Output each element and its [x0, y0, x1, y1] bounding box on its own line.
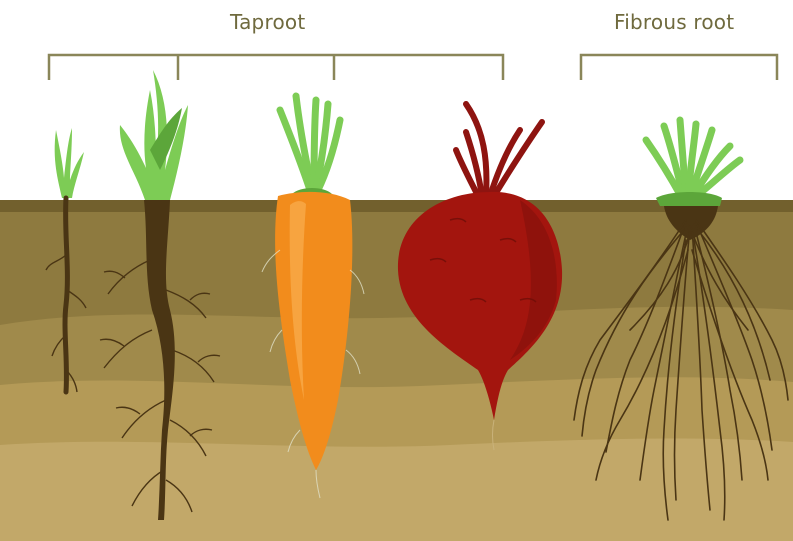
- branched-taproot-leaves: [120, 70, 188, 200]
- taproot-bracket: [49, 55, 503, 80]
- beet-stems: [456, 104, 542, 196]
- taproot-label: Taproot: [230, 10, 305, 34]
- fibrous-root-leaves: [646, 120, 740, 198]
- fibrous-root-bracket: [581, 55, 777, 80]
- soil: [0, 200, 793, 541]
- seedling-leaves: [55, 128, 84, 198]
- seedling-root: [65, 198, 67, 392]
- carrot-leaves: [280, 96, 340, 190]
- fibrous-root-label: Fibrous root: [614, 10, 734, 34]
